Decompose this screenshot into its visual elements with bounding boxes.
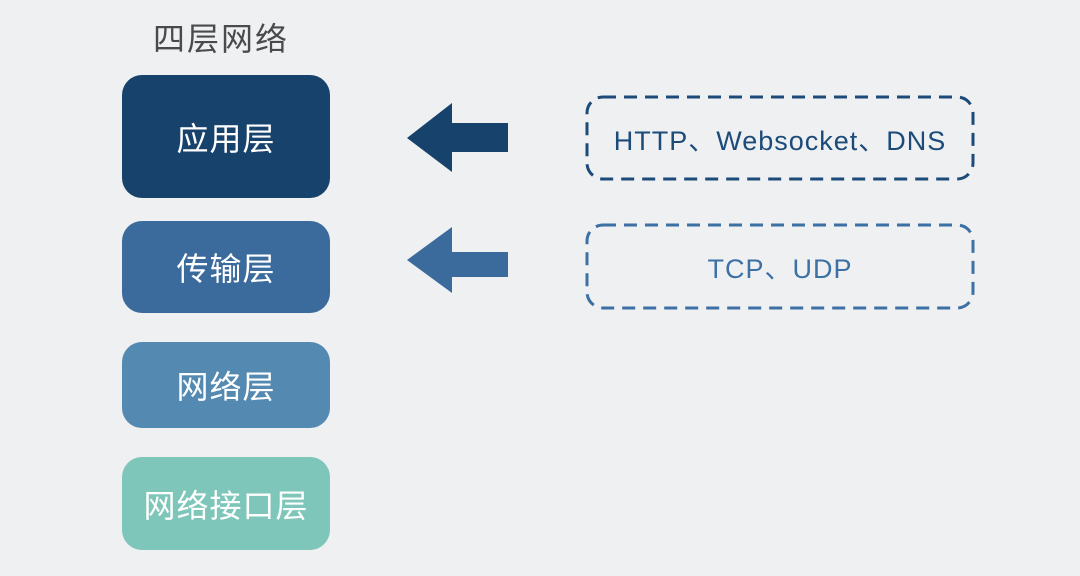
- layer-box-network-interface: 网络接口层: [122, 457, 330, 550]
- left-arrow-icon: [407, 227, 508, 293]
- layer-label-application: 应用层: [176, 120, 276, 157]
- left-arrow-shape: [407, 103, 508, 172]
- diagram-title: 四层网络: [153, 21, 290, 57]
- layer-label-network: 网络层: [176, 369, 276, 405]
- left-arrow-shape: [407, 227, 508, 293]
- layer-box-application: 应用层: [122, 75, 330, 198]
- dashed-border: [585, 95, 975, 181]
- protocol-label-transport: TCP、UDP: [707, 254, 853, 284]
- layer-label-transport: 传输层: [176, 251, 276, 287]
- dashed-border: [585, 223, 975, 310]
- dashed-border-rect: [585, 223, 975, 310]
- dashed-border-rect: [585, 95, 975, 181]
- layer-box-transport: 传输层: [122, 221, 330, 313]
- layer-box-network: 网络层: [122, 342, 330, 428]
- protocol-box-transport: TCP、UDP: [585, 223, 975, 310]
- layer-label-network-interface: 网络接口层: [143, 487, 309, 524]
- protocol-box-application: HTTP、Websocket、DNS: [585, 95, 975, 181]
- left-arrow-icon: [407, 103, 508, 172]
- protocol-label-application: HTTP、Websocket、DNS: [613, 125, 947, 156]
